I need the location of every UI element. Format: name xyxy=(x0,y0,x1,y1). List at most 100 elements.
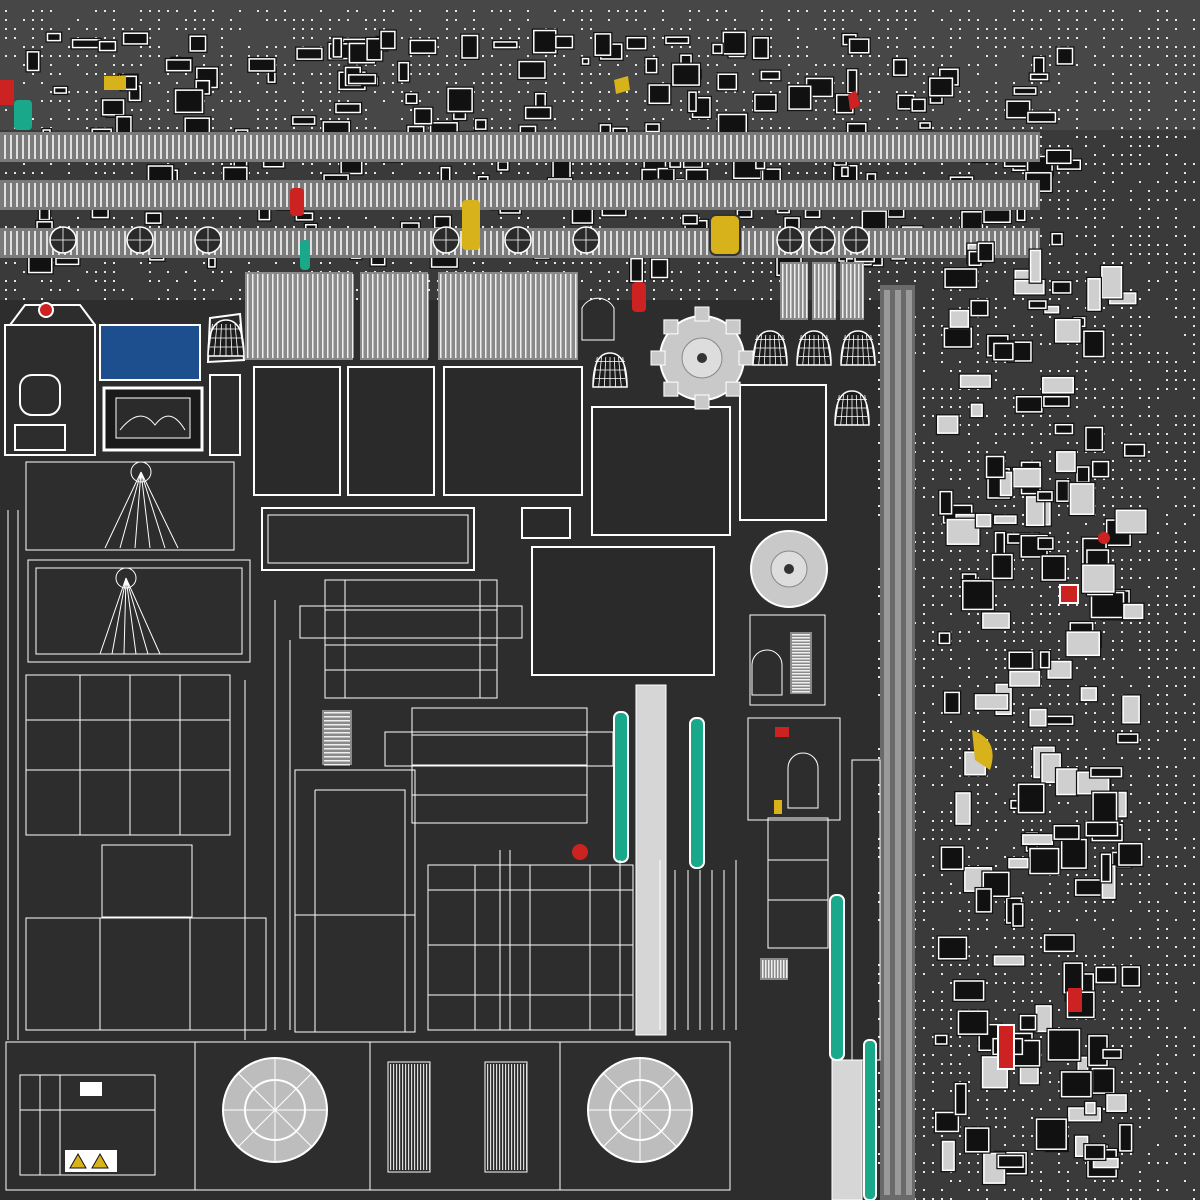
noise-dot xyxy=(1139,379,1141,381)
noise-dot xyxy=(1157,424,1159,426)
noise-dot xyxy=(1193,505,1195,507)
noise-dot xyxy=(1148,910,1150,912)
noise-dot xyxy=(185,226,187,228)
noise-dot xyxy=(1058,1171,1060,1173)
noise-dot xyxy=(968,1117,970,1119)
noise-dot xyxy=(581,262,583,264)
noise-dot xyxy=(1121,820,1123,822)
noise-dot xyxy=(356,64,358,66)
part-backing xyxy=(183,116,212,137)
noise-dot xyxy=(770,82,772,84)
noise-dot xyxy=(1085,46,1087,48)
noise-dot xyxy=(149,10,151,12)
noise-dot xyxy=(995,1126,997,1128)
noise-dot xyxy=(914,91,916,93)
noise-dot xyxy=(1022,757,1024,759)
noise-dot xyxy=(860,19,862,21)
noise-dot xyxy=(1013,127,1015,129)
noise-dot xyxy=(797,28,799,30)
small-part xyxy=(331,36,344,59)
noise-dot xyxy=(491,10,493,12)
noise-dot xyxy=(950,550,952,552)
noise-dot xyxy=(1139,631,1141,633)
noise-dot xyxy=(68,100,70,102)
noise-dot xyxy=(1076,190,1078,192)
noise-dot xyxy=(968,955,970,957)
noise-dot xyxy=(230,118,232,120)
noise-dot xyxy=(1166,595,1168,597)
noise-dot xyxy=(1076,757,1078,759)
noise-dot xyxy=(1112,730,1114,732)
noise-dot xyxy=(716,10,718,12)
noise-dot xyxy=(1139,1198,1141,1200)
noise-dot xyxy=(923,334,925,336)
noise-dot xyxy=(131,28,133,30)
part-outline xyxy=(98,40,117,52)
noise-dot xyxy=(1175,19,1177,21)
noise-dot xyxy=(1130,730,1132,732)
part-outline xyxy=(626,36,647,50)
noise-dot xyxy=(923,1171,925,1173)
noise-dot xyxy=(1139,325,1141,327)
noise-dot xyxy=(1175,919,1177,921)
part-outline xyxy=(518,60,546,79)
noise-dot xyxy=(1040,613,1042,615)
noise-dot xyxy=(491,163,493,165)
noise-dot xyxy=(1184,1126,1186,1128)
small-part xyxy=(625,35,648,51)
noise-dot xyxy=(815,100,817,102)
noise-dot xyxy=(14,37,16,39)
noise-dot xyxy=(1193,1072,1195,1074)
noise-dot xyxy=(293,28,295,30)
noise-dot xyxy=(977,37,979,39)
noise-dot xyxy=(203,217,205,219)
noise-dot xyxy=(86,118,88,120)
noise-dot xyxy=(761,10,763,12)
noise-dot xyxy=(914,19,916,21)
noise-dot xyxy=(113,55,115,57)
noise-dot xyxy=(32,46,34,48)
noise-dot xyxy=(1004,1126,1006,1128)
noise-dot xyxy=(455,82,457,84)
noise-dot xyxy=(1130,136,1132,138)
noise-dot xyxy=(221,46,223,48)
noise-dot xyxy=(968,487,970,489)
small-part xyxy=(1055,46,1075,66)
noise-dot xyxy=(1166,1081,1168,1083)
noise-dot xyxy=(401,100,403,102)
noise-dot xyxy=(1031,604,1033,606)
noise-dot xyxy=(1130,118,1132,120)
noise-dot xyxy=(860,172,862,174)
noise-dot xyxy=(734,289,736,291)
noise-dot xyxy=(158,10,160,12)
noise-dot xyxy=(41,28,43,30)
noise-dot xyxy=(869,100,871,102)
noise-dot xyxy=(950,289,952,291)
noise-dot xyxy=(797,37,799,39)
noise-dot xyxy=(797,10,799,12)
noise-dot xyxy=(284,226,286,228)
noise-dot xyxy=(230,64,232,66)
noise-dot xyxy=(1013,928,1015,930)
part-backing xyxy=(751,35,771,61)
noise-dot xyxy=(878,811,880,813)
noise-dot xyxy=(869,10,871,12)
noise-dot xyxy=(959,631,961,633)
noise-dot xyxy=(923,370,925,372)
noise-dot xyxy=(950,37,952,39)
noise-dot xyxy=(581,91,583,93)
noise-dot xyxy=(86,28,88,30)
noise-dot xyxy=(923,973,925,975)
noise-dot xyxy=(995,361,997,363)
noise-dot xyxy=(716,64,718,66)
noise-dot xyxy=(428,73,430,75)
noise-dot xyxy=(1049,892,1051,894)
noise-dot xyxy=(1067,694,1069,696)
noise-dot xyxy=(437,118,439,120)
noise-dot xyxy=(1058,541,1060,543)
noise-dot xyxy=(932,991,934,993)
noise-dot xyxy=(1022,820,1024,822)
noise-dot xyxy=(1193,784,1195,786)
noise-dot xyxy=(491,55,493,57)
noise-dot xyxy=(482,91,484,93)
